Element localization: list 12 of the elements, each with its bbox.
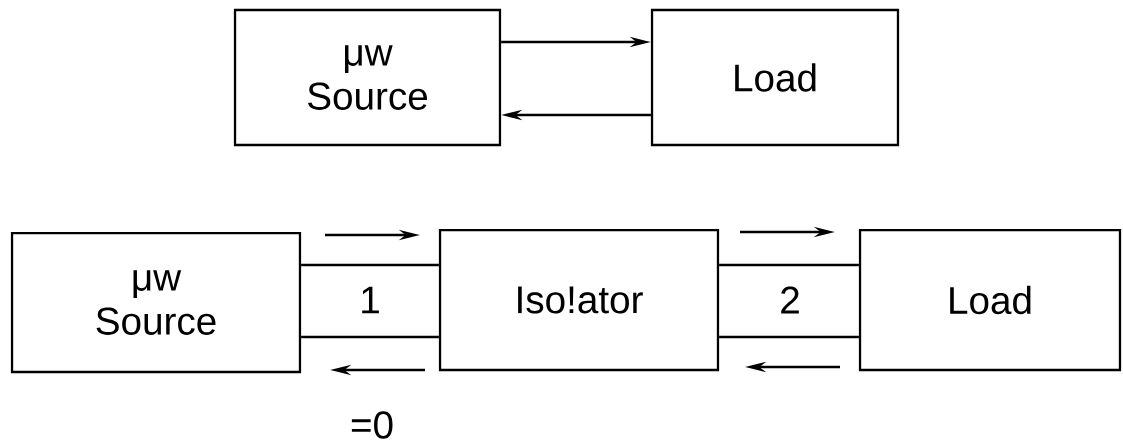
connector-line <box>301 335 439 339</box>
block-box: Load <box>858 228 1122 372</box>
block-box: μw Source <box>233 8 502 147</box>
connector-line <box>301 263 439 267</box>
connector-line <box>719 335 859 339</box>
waveguide-label: =0 <box>351 411 393 439</box>
waveguide-label: 1 <box>362 286 379 314</box>
block-box: Load <box>650 8 900 147</box>
block-box: Iso!ator <box>438 228 720 372</box>
waveguide-label: 2 <box>781 286 799 314</box>
connector-line <box>719 263 859 267</box>
block-box: μw Source <box>10 231 302 374</box>
